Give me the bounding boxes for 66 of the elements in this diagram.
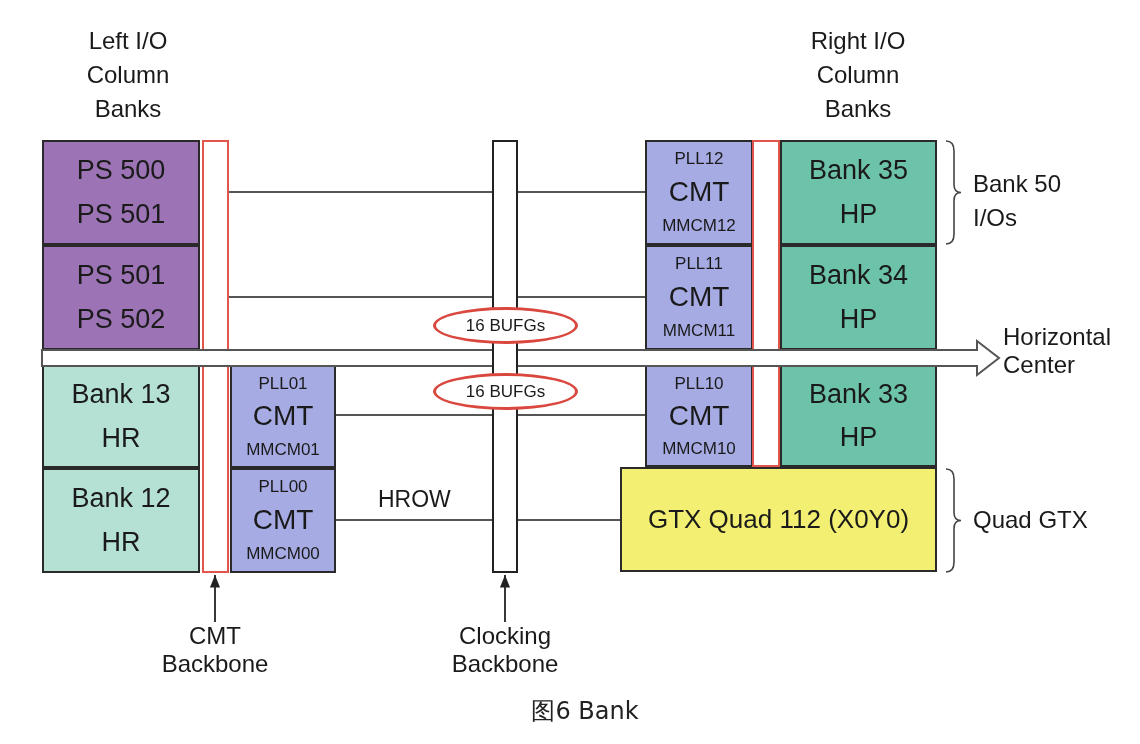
column-heading: Right I/O Column Banks (809, 26, 907, 125)
box-label: PLL10 (674, 373, 724, 394)
box-label: PS 501 (76, 259, 166, 291)
caption-text: CMT Backbone (160, 622, 270, 678)
connector-line (335, 519, 493, 521)
box-label: PS 500 (76, 154, 166, 186)
column-heading: Left I/O Column Banks (85, 26, 171, 125)
box-label: HP (839, 199, 878, 231)
box-label: HP (839, 304, 878, 336)
backbone-bar (752, 140, 780, 467)
bank-box (42, 245, 200, 350)
caption: 图6 Bank (530, 696, 640, 727)
box-label: CMT (252, 400, 314, 433)
bank-box (42, 365, 200, 468)
box-label: PS 501 (76, 199, 166, 231)
box-label: PLL11 (675, 254, 723, 274)
brace-label: Quad GTX (973, 505, 1089, 535)
box-label: PS 502 (76, 304, 166, 336)
box-label: MMCM12 (662, 216, 736, 236)
connector-line (517, 519, 621, 521)
bank-box (780, 140, 937, 245)
cmt-box (230, 468, 336, 573)
bank-box (42, 468, 200, 573)
box-label: Bank 35 (808, 154, 909, 186)
caption-text: Horizontal Center (1003, 323, 1113, 379)
caption-text: Clocking Backbone (450, 622, 560, 678)
connector-line (517, 296, 646, 298)
box-label: 16 BUFGs (465, 315, 546, 336)
box-label: Bank 12 (71, 482, 171, 514)
box-label: GTX Quad 112 (X0Y0) (647, 504, 910, 535)
box-label: Bank 13 (71, 379, 171, 411)
cmt-box (645, 245, 753, 350)
box-label: CMT (252, 504, 314, 537)
box-label: CMT (668, 176, 730, 209)
box-label: PLL01 (258, 373, 308, 394)
box-label: CMT (668, 399, 730, 433)
connector-line (517, 191, 646, 193)
box-label: MMCM00 (246, 544, 320, 564)
box-label: MMCM11 (662, 321, 736, 341)
box-label: HR (101, 422, 141, 454)
connector-line (228, 296, 493, 298)
connector-line (517, 414, 646, 416)
brace-label: Bank 50 I/Os (973, 169, 1063, 234)
box-label: CMT (668, 281, 730, 314)
cmt-box (645, 140, 753, 245)
cmt-box (230, 365, 336, 468)
transceiver-box (620, 467, 937, 572)
box-label: HP (839, 422, 878, 454)
box-label: 16 BUFGs (465, 381, 546, 402)
cmt-box (645, 365, 753, 467)
connector-line (228, 191, 493, 193)
box-label: PLL12 (674, 149, 724, 169)
bank-box (780, 365, 937, 467)
box-label: MMCM01 (246, 439, 320, 460)
box-label: Bank 33 (808, 378, 909, 410)
box-label: PLL00 (258, 477, 308, 497)
box-label: Bank 34 (808, 259, 909, 291)
bank-box (42, 140, 200, 245)
center-arrow (41, 338, 1001, 378)
box-label: MMCM10 (662, 438, 736, 459)
leader-arrow (499, 574, 511, 623)
bank-box (780, 245, 937, 350)
leader-arrow (209, 574, 221, 623)
backbone-bar (202, 140, 229, 573)
connector-line (335, 414, 493, 416)
box-label: HR (101, 527, 141, 559)
